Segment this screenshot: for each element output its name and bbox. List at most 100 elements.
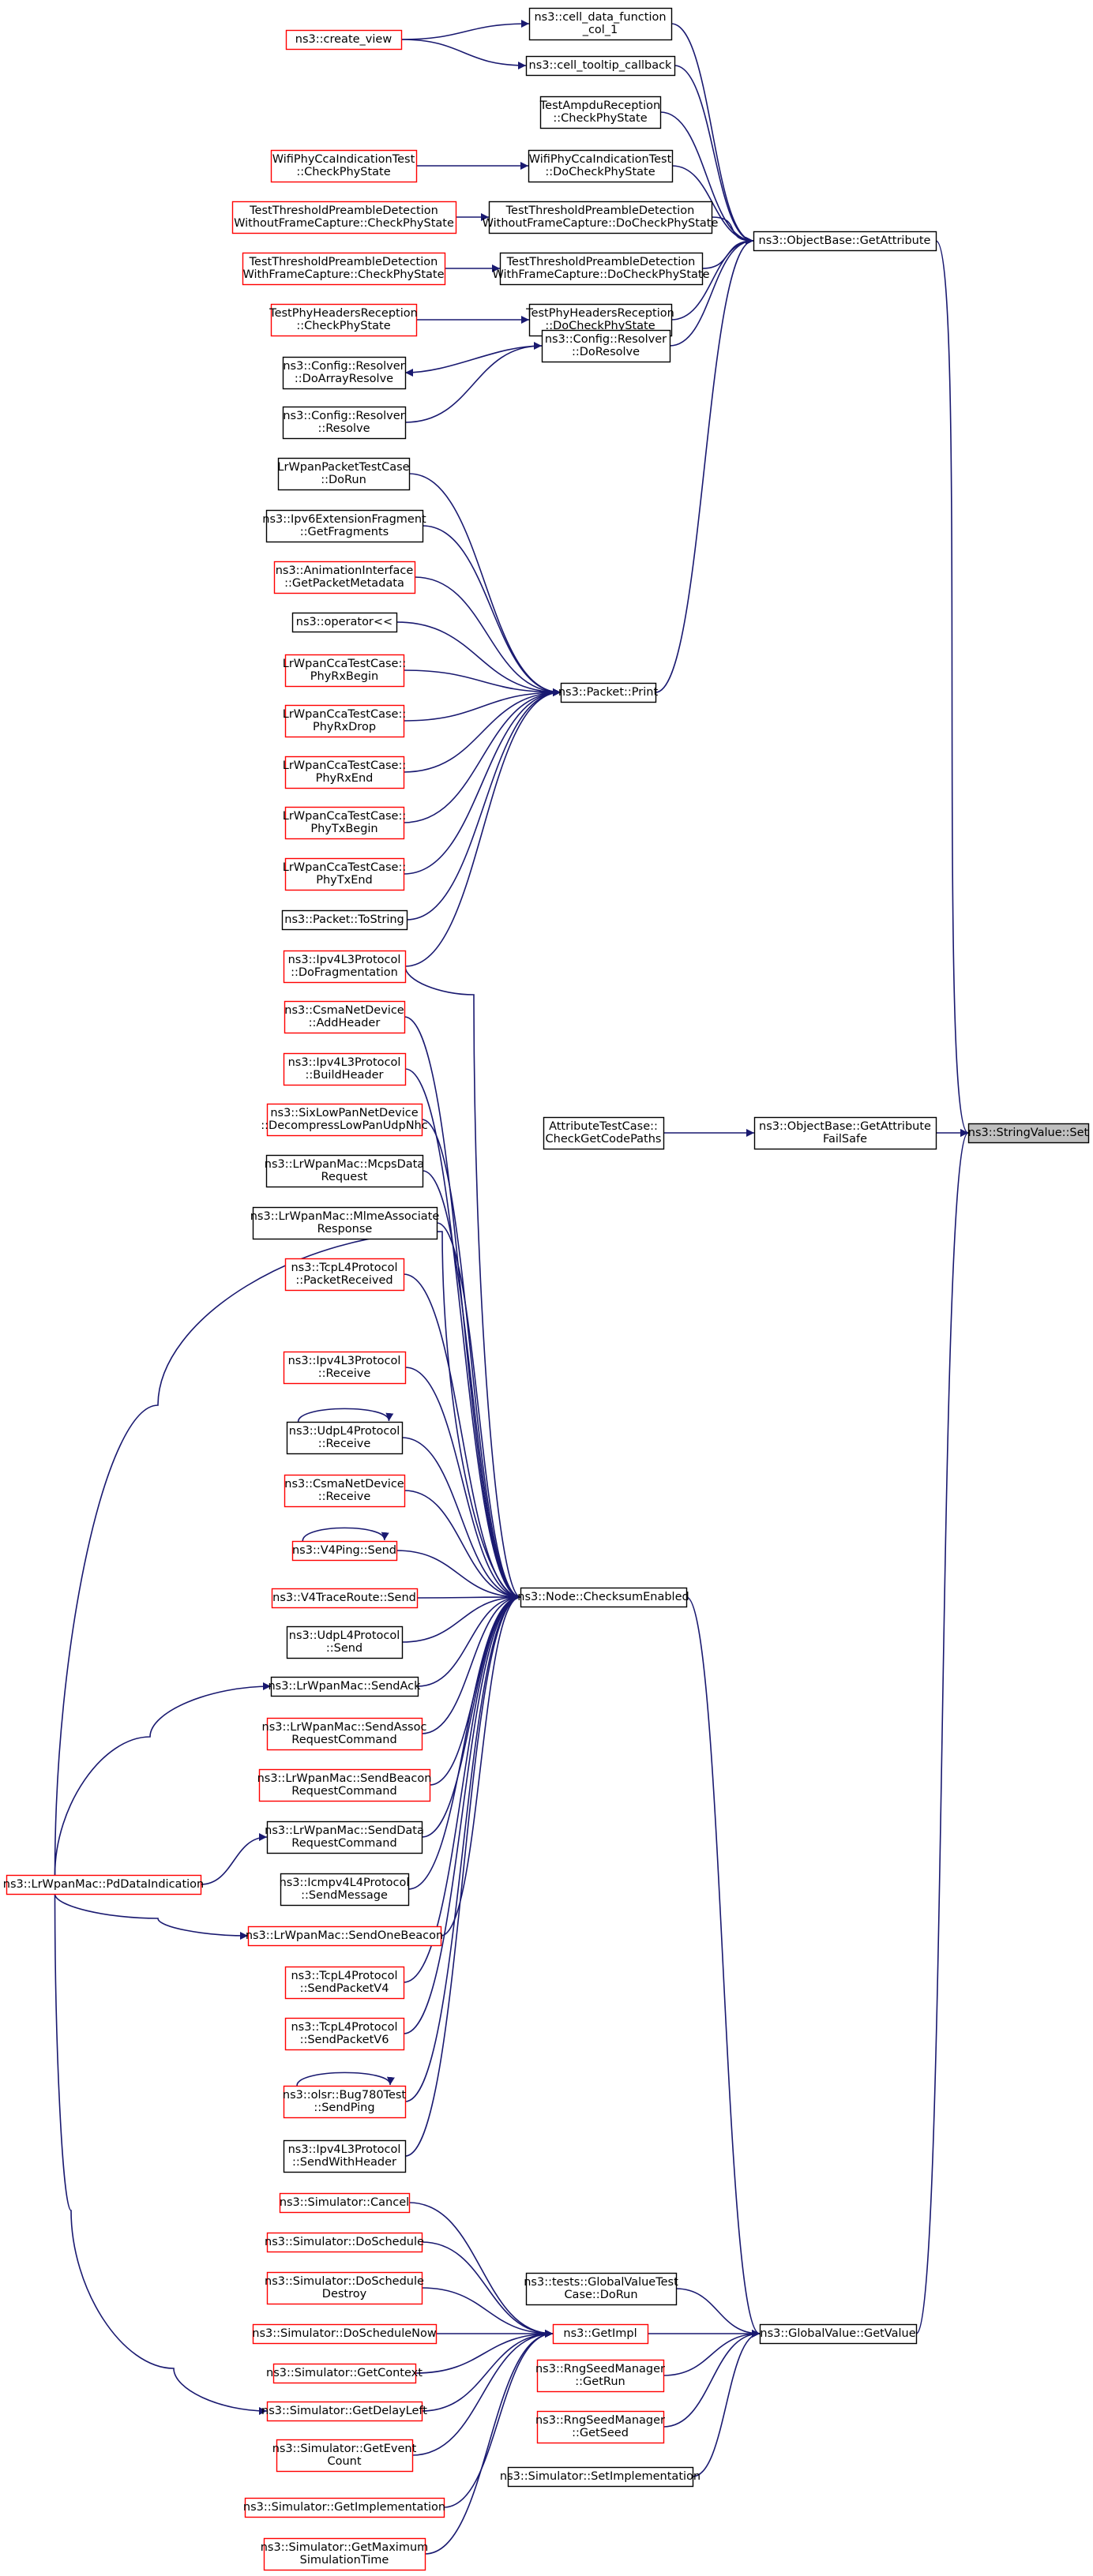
node-label: ns3::Icmpv4L4Protocol — [280, 1877, 410, 1889]
node-tpdw_check[interactable]: TestThresholdPreambleDetectionWithFrameC… — [242, 252, 446, 286]
node-lrwpan_sendonebeacon[interactable]: ns3::LrWpanMac::SendOneBeacon — [246, 1925, 443, 1947]
node-tpdwo_check[interactable]: TestThresholdPreambleDetectionWithoutFra… — [231, 201, 457, 234]
node-cca_phyrxend[interactable]: LrWpanCcaTestCase::PhyRxEnd — [283, 756, 406, 789]
node-box — [266, 1103, 423, 1137]
edge-sim_doscheduledestroy-to-getimpl — [421, 2287, 554, 2338]
node-cca_phytxend[interactable]: LrWpanCcaTestCase::PhyTxEnd — [283, 857, 406, 891]
node-wifi_cca_docheck[interactable]: WifiPhyCcaIndicationTest::DoCheckPhyStat… — [528, 149, 674, 183]
node-box — [507, 2466, 694, 2488]
edge-cca_phytxbegin-to-packet_print — [403, 688, 562, 823]
node-label: PhyTxEnd — [316, 874, 373, 887]
node-udp_send[interactable]: ns3::UdpL4Protocol::Send — [286, 1625, 404, 1659]
node-create_view[interactable]: ns3::create_view — [285, 29, 403, 51]
node-sim_cancel[interactable]: ns3::Simulator::Cancel — [279, 2192, 411, 2214]
node-node_checksum[interactable]: ns3::Node::ChecksumEnabled — [517, 1587, 689, 1608]
node-anim_getpacketmetadata[interactable]: ns3::AnimationInterface::GetPacketMetada… — [273, 561, 416, 594]
node-packet_print[interactable]: ns3::Packet::Print — [558, 682, 659, 703]
node-box — [263, 2537, 426, 2571]
node-box — [284, 704, 405, 738]
node-label: ns3::AnimationInterface — [276, 564, 414, 577]
node-ipv4_receive[interactable]: ns3::Ipv4L3Protocol::Receive — [283, 1351, 407, 1385]
node-sim_getimplementation[interactable]: ns3::Simulator::GetImplementation — [243, 2497, 445, 2518]
node-box — [753, 1116, 937, 1150]
node-lrwpan_packet_dorun[interactable]: LrWpanPacketTestCase::DoRun — [277, 457, 411, 491]
node-box — [284, 1966, 405, 2000]
node-sim_getcontext[interactable]: ns3::Simulator::GetContext — [266, 2363, 423, 2384]
node-label: ns3::Packet::Print — [558, 686, 659, 699]
node-config_resolve[interactable]: ns3::Config::Resolver::Resolve — [282, 406, 407, 440]
node-tcp_sendpacketv6[interactable]: ns3::TcpL4Protocol::SendPacketV6 — [284, 2017, 405, 2051]
node-box — [285, 29, 403, 51]
node-csma_receive[interactable]: ns3::CsmaNetDevice::Receive — [284, 1474, 406, 1508]
node-attrtest_checkget[interactable]: AttributeTestCase::CheckGetCodePaths — [543, 1116, 665, 1150]
node-label: ns3::V4TraceRoute::Send — [272, 1592, 416, 1604]
node-cell_tooltip_callback[interactable]: ns3::cell_tooltip_callback — [525, 55, 676, 77]
node-sim_getdelayleft[interactable]: ns3::Simulator::GetDelayLeft — [261, 2401, 427, 2422]
node-box — [284, 1258, 405, 1292]
node-lrwpan_sendack[interactable]: ns3::LrWpanMac::SendAck — [268, 1676, 421, 1697]
node-box — [283, 1351, 407, 1385]
node-cca_phytxbegin[interactable]: LrWpanCcaTestCase::PhyTxBegin — [283, 806, 406, 840]
node-ipv4_buildheader[interactable]: ns3::Ipv4L3Protocol::BuildHeader — [283, 1052, 407, 1086]
node-sim_doschedulenow[interactable]: ns3::Simulator::DoScheduleNow — [252, 2323, 438, 2345]
node-box — [291, 612, 398, 633]
node-rng_getseed[interactable]: ns3::RngSeedManager::GetSeed — [535, 2410, 665, 2444]
node-phyheaders_check[interactable]: TestPhyHeadersReception::CheckPhyState — [269, 303, 418, 337]
node-sim_doschedule[interactable]: ns3::Simulator::DoSchedule — [265, 2232, 424, 2253]
node-label: ns3::Ipv4L3Protocol — [288, 954, 401, 966]
edge-cca_phyrxbegin-to-packet_print — [403, 669, 562, 696]
node-getimpl[interactable]: ns3::GetImpl — [552, 2323, 649, 2345]
edge-v4ping_send-to-node_checksum — [396, 1550, 521, 1601]
node-label: WifiPhyCcaIndicationTest — [529, 153, 672, 166]
node-wifi_cca_check[interactable]: WifiPhyCcaIndicationTest::CheckPhyState — [270, 149, 418, 183]
node-getattribute[interactable]: ns3::ObjectBase::GetAttribute — [753, 231, 937, 252]
node-label: LrWpanCcaTestCase:: — [283, 810, 406, 823]
edge-globalvalue_getvalue-to-stringvalue_set — [915, 1129, 969, 2334]
node-config_doresolve[interactable]: ns3::Config::Resolver::DoResolve — [541, 329, 671, 363]
node-label: Request — [321, 1171, 368, 1183]
node-udp_receive[interactable]: ns3::UdpL4Protocol::Receive — [286, 1421, 404, 1455]
node-globalvalue_getvalue[interactable]: ns3::GlobalValue::GetValue — [759, 2323, 918, 2345]
node-tcp_sendpacketv4[interactable]: ns3::TcpL4Protocol::SendPacketV4 — [284, 1966, 405, 2000]
node-ampdu_checkphystate[interactable]: TestAmpduReception::CheckPhyState — [539, 96, 662, 129]
node-box — [284, 654, 405, 688]
node-lrwpan_pddataindication[interactable]: ns3::LrWpanMac::PdDataIndication — [3, 1874, 204, 1895]
node-ipv4_dofrag[interactable]: ns3::Ipv4L3Protocol::DoFragmentation — [283, 950, 407, 984]
node-rng_getrun[interactable]: ns3::RngSeedManager::GetRun — [535, 2359, 665, 2393]
node-stringvalue_set[interactable]: ns3::StringValue::Set — [968, 1123, 1090, 1144]
node-packet_tostring[interactable]: ns3::Packet::ToString — [281, 909, 408, 931]
node-tcp_packetreceived[interactable]: ns3::TcpL4Protocol::PacketReceived — [284, 1258, 405, 1292]
node-box — [252, 2323, 438, 2345]
node-cell_data_function[interactable]: ns3::cell_data_function_col_1 — [528, 7, 673, 41]
node-box — [283, 2139, 407, 2173]
node-box — [286, 1625, 404, 1659]
node-cca_phyrxbegin[interactable]: LrWpanCcaTestCase::PhyRxBegin — [283, 654, 406, 688]
node-config_doarrayresolve[interactable]: ns3::Config::Resolver::DoArrayResolve — [282, 356, 407, 390]
node-sixlowpan_decompress[interactable]: ns3::SixLowPanNetDevice::DecompressLowPa… — [261, 1103, 428, 1137]
node-label: PhyRxBegin — [310, 670, 378, 683]
node-icmpv4_sendmessage[interactable]: ns3::Icmpv4L4Protocol::SendMessage — [280, 1873, 410, 1907]
node-tpdw_docheck[interactable]: TestThresholdPreambleDetectionWithFrameC… — [492, 252, 710, 286]
node-tpdwo_docheck[interactable]: TestThresholdPreambleDetectionWithoutFra… — [483, 201, 719, 234]
node-v4traceroute_send[interactable]: ns3::V4TraceRoute::Send — [271, 1588, 419, 1609]
node-csma_addheader[interactable]: ns3::CsmaNetDevice::AddHeader — [284, 1000, 406, 1034]
node-sim_setimpl[interactable]: ns3::Simulator::SetImplementation — [500, 2466, 700, 2488]
node-box — [283, 2085, 407, 2119]
node-ipv6_getfragments[interactable]: ns3::Ipv6ExtensionFragment::GetFragments — [262, 509, 426, 543]
node-v4ping_send[interactable]: ns3::V4Ping::Send — [291, 1540, 398, 1562]
node-label: PhyRxEnd — [316, 772, 374, 785]
node-olsr_bug780[interactable]: ns3::olsr::Bug780Test::SendPing — [283, 2085, 407, 2119]
node-operator_shift[interactable]: ns3::operator<< — [291, 612, 398, 633]
node-cca_phyrxdrop[interactable]: LrWpanCcaTestCase::PhyRxDrop — [283, 704, 406, 738]
node-ipv4_sendwithheader[interactable]: ns3::Ipv4L3Protocol::SendWithHeader — [283, 2139, 407, 2173]
